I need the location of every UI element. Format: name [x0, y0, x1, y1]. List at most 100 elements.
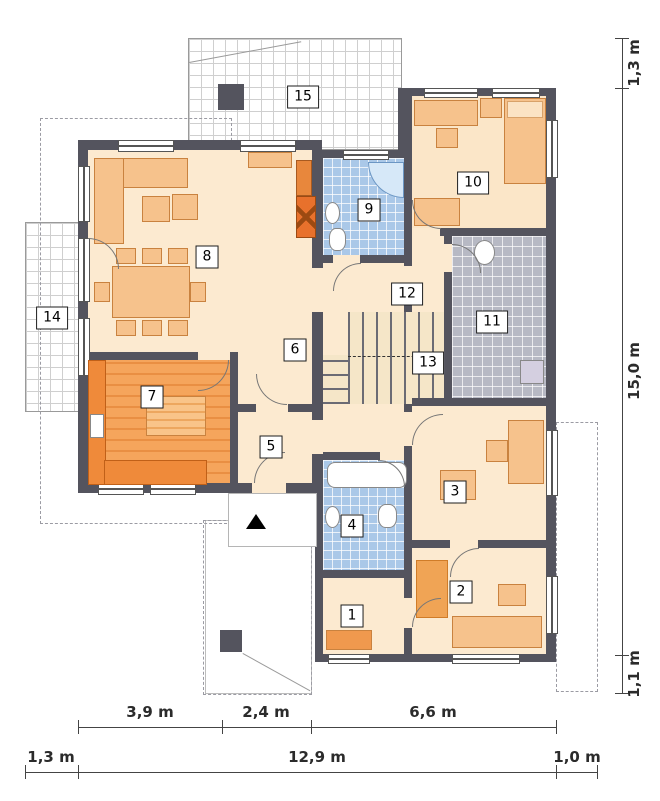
wall-bath9-bottom-b [360, 255, 404, 263]
dining-chair [116, 320, 136, 336]
doorway-hall6-corridor [312, 268, 323, 312]
kitchen-sink [90, 414, 104, 438]
side-table [498, 584, 526, 606]
dim-tick [25, 765, 26, 779]
doorway-room11 [444, 244, 452, 272]
balcony-door [78, 238, 90, 302]
dim-tick [556, 765, 557, 779]
dim-3-9: 3,9 m [126, 703, 174, 721]
wall-room11-left-a [444, 236, 452, 244]
dim-12-9: 12,9 m [288, 748, 346, 766]
terrace-pillar [218, 84, 244, 110]
dim-tick [615, 38, 629, 39]
doorway-room10 [412, 228, 440, 236]
room-label-5: 5 [259, 435, 283, 459]
window-room2-right [546, 576, 558, 634]
room-label-15: 15 [287, 85, 319, 109]
window-room10-top-2 [492, 88, 540, 98]
dim-2-4: 2,4 m [242, 703, 290, 721]
window-room10-right [546, 120, 558, 178]
doorway-kitchen [198, 352, 230, 360]
room-label-9: 9 [357, 198, 381, 222]
doorway-room5-corridor [312, 420, 323, 454]
doorway-room3 [404, 412, 412, 446]
toilet [474, 240, 495, 265]
nightstand [480, 98, 502, 118]
toilet [329, 228, 346, 251]
room-label-10: 10 [457, 171, 489, 195]
dim-1-1: 1,1 m [625, 650, 643, 698]
room-label-14: 14 [36, 306, 68, 330]
room-label-1: 1 [340, 604, 364, 628]
desk-chair [436, 128, 458, 148]
washer [520, 360, 544, 384]
dining-chair [142, 248, 162, 264]
dining-table [112, 266, 190, 318]
sofa-vertical [94, 158, 124, 244]
desk [414, 100, 478, 126]
dim-6-6: 6,6 m [409, 703, 457, 721]
dim-1-3-right: 1,3 m [625, 39, 643, 87]
dim-1-0: 1,0 m [553, 748, 601, 766]
wall-room11-left-b [444, 272, 452, 406]
dining-chair [168, 248, 188, 264]
wall-bath9-bottom-a [323, 255, 333, 263]
bench [326, 630, 372, 650]
room-label-3: 3 [443, 480, 467, 504]
dim-tick [615, 655, 629, 656]
room-label-13: 13 [412, 351, 444, 375]
toilet [378, 504, 397, 528]
room-label-6: 6 [283, 338, 307, 362]
fireplace [296, 196, 316, 238]
dim-tick [78, 765, 79, 779]
doorway-front-door [252, 483, 286, 493]
patio-pillar [220, 630, 242, 652]
dim-tick [78, 720, 79, 734]
dim-line-bottom-outer [25, 772, 598, 773]
entrance-arrow-icon [246, 514, 266, 529]
dim-tick [615, 693, 629, 694]
wall-room5-top-b [288, 404, 312, 412]
wall-room3-top [412, 398, 546, 406]
dim-tick [556, 720, 557, 734]
doorway-room5 [256, 404, 288, 412]
tv-cabinet [296, 160, 312, 196]
dim-tick [597, 765, 598, 779]
room-label-8: 8 [195, 245, 219, 269]
kitchen-counter-bottom [104, 460, 207, 485]
stair-landing [323, 312, 348, 355]
dining-chair [142, 320, 162, 336]
wall-bath4-top [323, 452, 380, 460]
window-living-top-1 [118, 140, 174, 152]
roof-outline-right [556, 422, 598, 692]
doorway-bath9 [333, 255, 360, 263]
dim-tick [222, 720, 223, 734]
doorway-room2 [450, 540, 478, 548]
room-label-12: 12 [391, 282, 423, 306]
window-bath9 [343, 150, 389, 160]
dim-line-bottom-inner [78, 727, 556, 728]
window-living-top-2 [240, 140, 296, 152]
entrance-porch [228, 493, 317, 547]
window-room3-right [546, 430, 558, 496]
room-label-4: 4 [340, 514, 364, 538]
desk [508, 420, 544, 484]
window-room2-bottom [452, 654, 520, 664]
room-label-2: 2 [449, 580, 473, 604]
dim-15-0: 15,0 m [625, 342, 643, 400]
stairs-dash-line [348, 356, 444, 357]
window-living-left-bottom [78, 318, 90, 376]
wall-kitchen-top [88, 352, 198, 360]
window-room10-top-1 [424, 88, 478, 98]
stairs-side-flight [323, 355, 348, 404]
dim-tick [311, 720, 312, 734]
corridor-lower-floor [323, 404, 404, 452]
dining-chair [168, 320, 188, 336]
sideboard [248, 152, 292, 168]
wall-room10-bottom [440, 228, 546, 236]
wall-kitchen-right [230, 352, 238, 483]
wall-room5-top-a [238, 404, 256, 412]
dining-chair [116, 248, 136, 264]
dining-chair [94, 282, 110, 302]
armchair [172, 194, 198, 220]
